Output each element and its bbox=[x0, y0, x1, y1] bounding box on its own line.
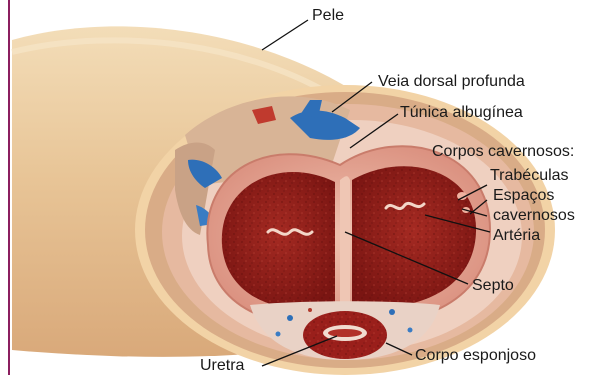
label-pele: Pele bbox=[312, 7, 344, 24]
label-corpo-esponjoso: Corpo esponjoso bbox=[415, 347, 536, 364]
frame-border bbox=[8, 0, 10, 375]
label-espacos: Espaços bbox=[493, 187, 554, 204]
septum bbox=[340, 176, 350, 308]
label-tunica-albuginea: Túnica albugínea bbox=[400, 104, 523, 121]
label-veia-dorsal-profunda: Veia dorsal profunda bbox=[378, 73, 525, 90]
label-cavernosos: cavernosos bbox=[493, 207, 575, 224]
label-trabeculas: Trabéculas bbox=[490, 167, 569, 184]
label-septo: Septo bbox=[472, 277, 514, 294]
label-corpos-cavernosos: Corpos cavernosos: bbox=[432, 143, 574, 160]
label-uretra: Uretra bbox=[200, 357, 245, 374]
label-arteria: Artéria bbox=[493, 227, 540, 244]
